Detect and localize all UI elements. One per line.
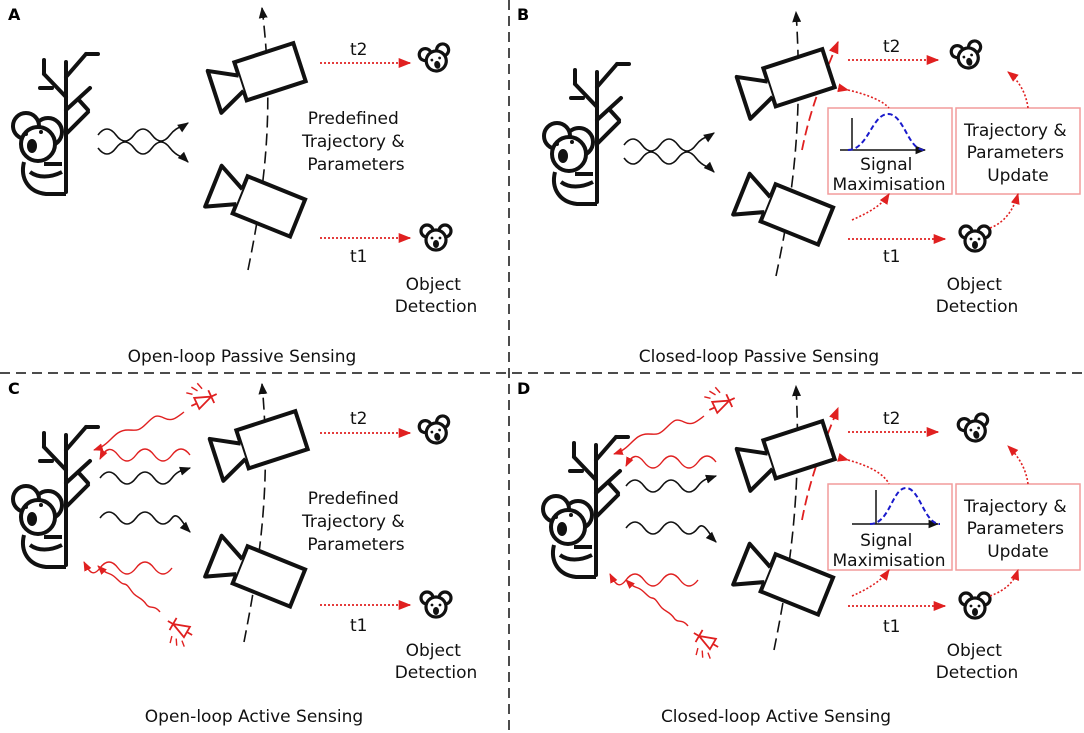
camera-icon-top (734, 419, 838, 493)
t2-label: t2 (883, 409, 900, 429)
laser-emitter-icon-top (700, 380, 739, 418)
koala-tree-icon (542, 62, 631, 206)
signal-maximisation-box (827, 107, 953, 195)
emitted-wave-bottom (625, 579, 689, 627)
trajectory-update-text: Trajectory & Parameters Update (963, 121, 1072, 186)
t1-label: t1 (883, 617, 900, 637)
feedback-arrow-to-t2 (1007, 445, 1029, 485)
feedback-arrow-to-update (989, 192, 1020, 229)
koala-face-icon-bottom (958, 224, 992, 253)
koala-face-icon-top (948, 37, 987, 74)
laser-emitter-icon-bottom (157, 614, 197, 652)
trajectory-update-text: Trajectory & Parameters Update (963, 497, 1072, 562)
trajectory-update-box (955, 107, 1081, 195)
reflected-wave-bottom (83, 561, 173, 575)
camera-icon-bottom (203, 533, 308, 613)
signal-curve-plot (852, 486, 941, 529)
feedback-arrow-to-signal (851, 569, 890, 597)
feedback-arrow-to-camera (837, 83, 890, 109)
predefined-trajectory-text: Predefined Trajectory & Parameters (301, 489, 410, 555)
koala-face-icon-bottom (419, 590, 453, 619)
feedback-arrow-to-signal (851, 193, 890, 221)
laser-emitter-icon-top (182, 376, 221, 414)
object-detection-text: Object Detection (936, 641, 1019, 683)
object-detection-text: Object Detection (936, 275, 1019, 317)
emitted-wave-top (93, 411, 185, 451)
signal-curve-plot (840, 112, 927, 155)
object-detection-text: Object Detection (395, 275, 478, 317)
predefined-trajectory-text: Predefined Trajectory & Parameters (301, 109, 410, 175)
camera-icon-bottom (731, 541, 836, 621)
signal-wave-top (623, 132, 715, 152)
t1-label: t1 (883, 247, 900, 267)
t1-label: t1 (350, 247, 367, 267)
signal-wave-top (99, 466, 192, 485)
object-detection-text: Object Detection (395, 641, 478, 683)
t1-label: t1 (350, 616, 367, 636)
panel-letter-a: A (8, 5, 21, 24)
t2-label: t2 (350, 40, 367, 60)
trajectory-arrow (773, 384, 802, 651)
trajectory-arrow (247, 6, 269, 271)
emitted-wave-bottom (97, 565, 161, 613)
panel-title-c: Open-loop Active Sensing (145, 707, 363, 727)
reflected-wave-top (99, 448, 191, 462)
signal-wave-bottom (623, 151, 715, 173)
panel-title-a: Open-loop Passive Sensing (128, 347, 357, 367)
laser-emitter-icon-bottom (683, 626, 723, 664)
camera-icon-top (734, 47, 838, 121)
trajectory-update-box (955, 483, 1081, 571)
feedback-arrow-to-camera (837, 453, 890, 485)
koala-face-icon-top (416, 40, 455, 77)
camera-icon-top (207, 409, 311, 483)
panel-letter-d: D (517, 379, 530, 398)
koala-tree-icon (11, 425, 100, 569)
reflected-wave-top (625, 455, 717, 469)
panel-c: C t2 t1 Predefined Trajectory & Paramete… (8, 376, 478, 727)
panel-b: B t2 t1 Signal Maximisation Trajectory (517, 5, 1081, 367)
panel-letter-b: B (517, 5, 529, 24)
koala-face-icon-top (955, 410, 994, 447)
panel-title-d: Closed-loop Active Sensing (661, 707, 891, 727)
panel-a: A t2 t1 Predefined Trajectory & Paramete… (8, 5, 477, 367)
feedback-arrow-to-update (989, 568, 1020, 597)
koala-face-icon-bottom (958, 591, 992, 620)
panel-d: D t2 t1 Signal Maximis (517, 379, 1081, 727)
panel-letter-c: C (8, 379, 20, 398)
signal-wave-bottom (97, 141, 189, 163)
emitted-wave-top (613, 415, 705, 455)
t2-label: t2 (350, 409, 367, 429)
signal-maximisation-text: Signal Maximisation (833, 531, 946, 571)
signal-wave-bottom (99, 511, 191, 533)
koala-tree-icon (11, 52, 100, 196)
signal-wave-top (97, 122, 189, 142)
panel-title-b: Closed-loop Passive Sensing (639, 347, 879, 367)
signal-maximisation-text: Signal Maximisation (833, 155, 946, 195)
camera-icon-top (205, 41, 309, 115)
t2-label: t2 (883, 37, 900, 57)
koala-tree-icon (541, 435, 630, 579)
reflected-wave-bottom (609, 573, 699, 587)
signal-wave-top (625, 474, 718, 493)
koala-face-icon-top (416, 412, 455, 449)
koala-face-icon-bottom (419, 223, 453, 252)
feedback-arrow-to-t2 (1007, 71, 1029, 109)
signal-wave-bottom (625, 521, 717, 543)
